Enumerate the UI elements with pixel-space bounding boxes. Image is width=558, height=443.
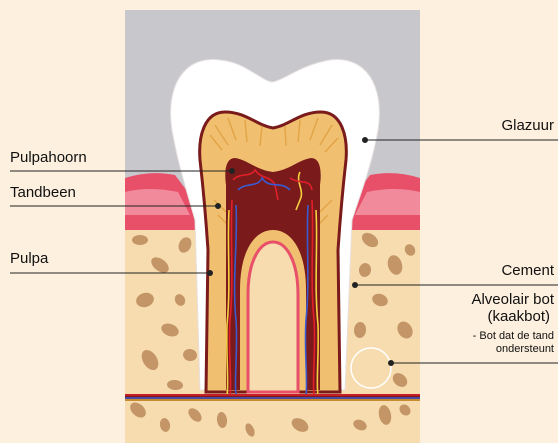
- label-enamel: Glazuur: [501, 118, 554, 135]
- label-alveolar-bone: Alveolair bot: [471, 292, 554, 309]
- label-pulp: Pulpa: [10, 251, 48, 268]
- mandibular-vessels: [125, 394, 420, 401]
- label-bone-note-line2: ondersteunt: [496, 343, 554, 356]
- label-cementum: Cement: [501, 263, 554, 280]
- root-inner-bone: [248, 242, 298, 392]
- label-pulp-horn: Pulpahoorn: [10, 150, 87, 167]
- label-bone-note-line1: - Bot dat de tand: [473, 330, 554, 343]
- label-dentin: Tandbeen: [10, 185, 76, 202]
- label-alveolar-bone-sub: (kaakbot): [487, 309, 550, 326]
- bone-spot: [132, 235, 148, 245]
